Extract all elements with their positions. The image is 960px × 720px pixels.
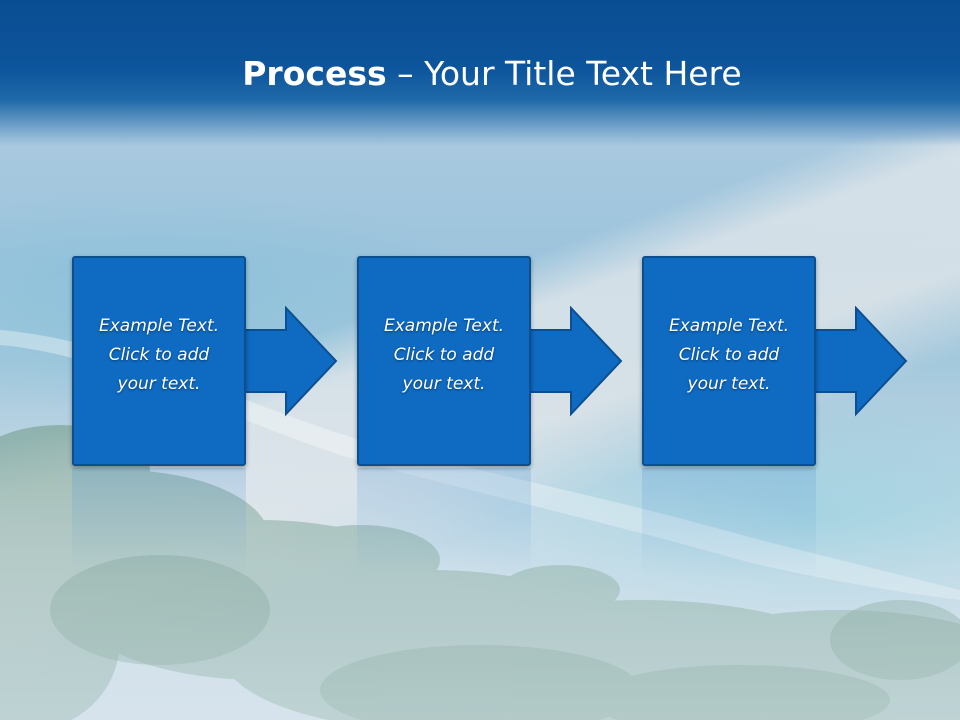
process-step-1[interactable]: Example Text. Click to add your text.: [72, 256, 246, 466]
process-step-2[interactable]: Example Text. Click to add your text.: [357, 256, 531, 466]
step-text-line-3: your text.: [687, 374, 771, 394]
right-arrow-icon: [237, 306, 338, 417]
title-band: [0, 0, 960, 146]
step-text-line-1: Example Text.: [98, 316, 220, 336]
title-rest-part: – Your Title Text Here: [386, 54, 742, 93]
step-1-reflection: [72, 468, 246, 578]
right-arrow-icon: [807, 306, 908, 417]
step-text[interactable]: Example Text. Click to add your text.: [359, 312, 529, 399]
step-box: Example Text. Click to add your text.: [72, 256, 246, 466]
slide-title[interactable]: Process – Your Title Text Here: [0, 52, 960, 96]
step-text-line-3: your text.: [117, 374, 201, 394]
title-bold-part: Process: [242, 54, 387, 93]
step-text-line-2: Click to add: [393, 345, 495, 365]
step-text[interactable]: Example Text. Click to add your text.: [74, 312, 244, 399]
step-text-line-1: Example Text.: [668, 316, 790, 336]
step-box: Example Text. Click to add your text.: [357, 256, 531, 466]
step-text-line-1: Example Text.: [383, 316, 505, 336]
step-text-line-2: Click to add: [678, 345, 780, 365]
step-text-line-3: your text.: [402, 374, 486, 394]
process-step-3[interactable]: Example Text. Click to add your text.: [642, 256, 816, 466]
step-3-reflection: [642, 468, 816, 578]
step-text-line-2: Click to add: [108, 345, 210, 365]
step-text[interactable]: Example Text. Click to add your text.: [644, 312, 814, 399]
right-arrow-icon: [522, 306, 623, 417]
step-box: Example Text. Click to add your text.: [642, 256, 816, 466]
step-2-reflection: [357, 468, 531, 578]
